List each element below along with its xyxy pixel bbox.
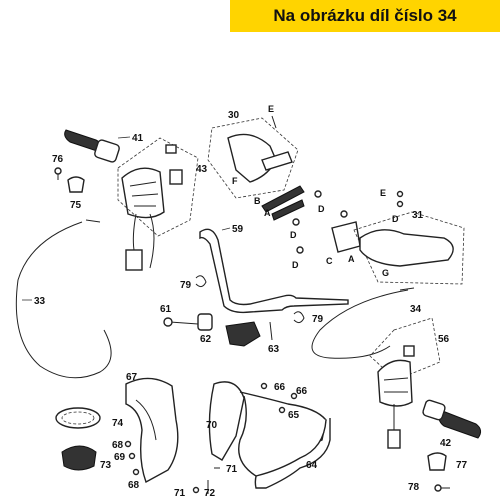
right-grip <box>438 409 482 439</box>
callout-64: 64 <box>306 460 318 471</box>
callout-56: 56 <box>438 334 450 345</box>
letter-f: F <box>232 176 238 186</box>
letter-g: G <box>382 268 389 278</box>
speedometer-unit <box>61 445 97 471</box>
callout-78: 78 <box>408 482 420 493</box>
callout-67: 67 <box>126 372 138 383</box>
callout-41: 41 <box>132 133 144 144</box>
letter-d-2: D <box>290 230 297 240</box>
callout-77: 77 <box>456 460 468 471</box>
callout-61: 61 <box>160 304 172 315</box>
callout-66-right: 66 <box>296 386 308 397</box>
bar-end-cap <box>67 176 85 193</box>
letter-e-lower: E <box>380 188 386 198</box>
letter-d-3: D <box>292 260 299 270</box>
letter-a-left: A <box>264 208 271 218</box>
callout-72: 72 <box>204 488 216 499</box>
callout-68-upper: 68 <box>112 440 124 451</box>
callout-31: 31 <box>412 210 424 221</box>
callout-62: 62 <box>200 334 212 345</box>
letter-e-upper: E <box>268 104 274 114</box>
callout-75: 75 <box>70 200 82 211</box>
handlebar-clamp <box>225 321 261 347</box>
throttle-cable <box>15 221 112 379</box>
brake-cable <box>311 289 409 359</box>
callout-71-left: 71 <box>174 488 186 499</box>
callout-43: 43 <box>196 164 208 175</box>
callout-71-right: 71 <box>226 464 238 475</box>
speedometer-ring <box>55 407 101 429</box>
callout-73: 73 <box>100 460 112 471</box>
right-lever-housing <box>359 229 454 267</box>
letter-d-1: D <box>318 204 325 214</box>
callout-30: 30 <box>228 110 240 121</box>
callout-76: 76 <box>52 154 64 165</box>
callout-79-right: 79 <box>312 314 324 325</box>
callout-68-lower: 68 <box>128 480 140 491</box>
letter-b: B <box>254 196 261 206</box>
mirror-bracket <box>331 221 361 253</box>
callout-79-left: 79 <box>180 280 192 291</box>
handlebar <box>199 228 349 314</box>
letter-d-4: D <box>392 214 399 224</box>
callout-59: 59 <box>232 224 244 235</box>
left-grip <box>64 129 120 163</box>
left-switch-housing <box>121 167 165 271</box>
letter-a-right: A <box>348 254 355 264</box>
letter-c: C <box>326 256 333 266</box>
inner-cover <box>208 381 245 461</box>
part-number-banner: Na obrázku díl číslo 34 <box>230 0 500 32</box>
callout-66-left: 66 <box>274 382 286 393</box>
callout-69: 69 <box>114 452 126 463</box>
callout-74: 74 <box>112 418 124 429</box>
callout-34: 34 <box>410 304 422 315</box>
callout-42: 42 <box>440 438 452 449</box>
right-switch-housing <box>377 359 413 407</box>
callout-63: 63 <box>268 344 280 355</box>
callout-65: 65 <box>288 410 300 421</box>
callout-33: 33 <box>34 296 46 307</box>
front-handlebar-cover <box>125 377 179 484</box>
callout-70: 70 <box>206 420 218 431</box>
